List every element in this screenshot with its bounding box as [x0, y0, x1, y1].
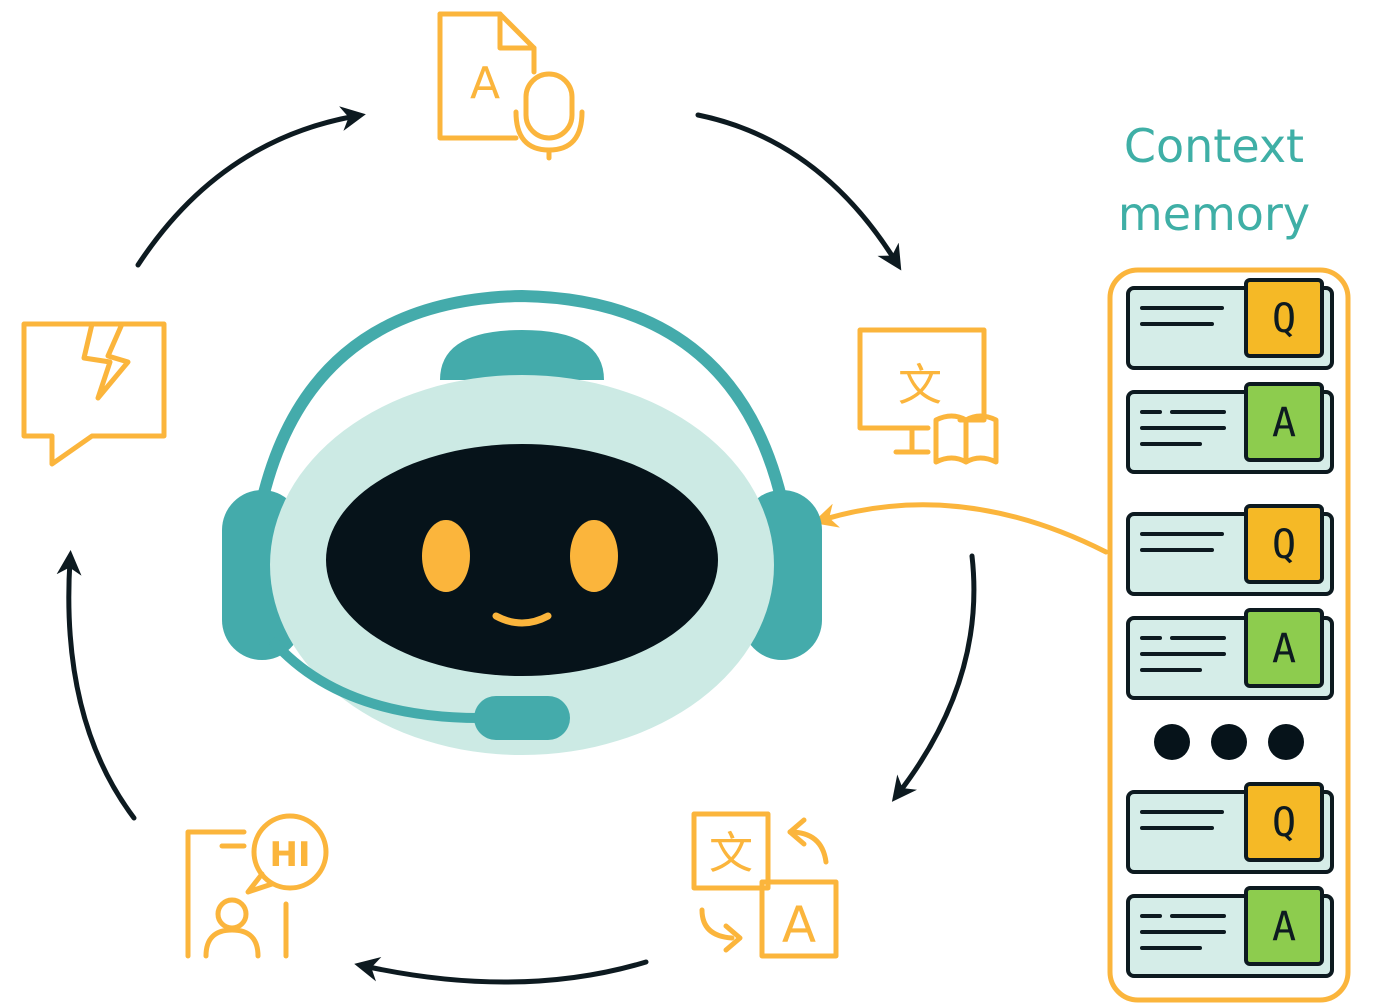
cycle-arrows: [56, 106, 977, 985]
memory-ellipsis: [1154, 724, 1304, 760]
language-swap-target-glyph: A: [782, 896, 816, 954]
memory-card-letter: A: [1272, 626, 1296, 672]
memory-card-answer: A: [1126, 886, 1334, 978]
translate-book-icon: 文: [857, 327, 999, 465]
translate-book-glyph: 文: [898, 360, 942, 411]
memory-card-letter: A: [1272, 400, 1296, 446]
memory-card-letter: Q: [1272, 800, 1296, 846]
greeting-phone-icon: HI: [185, 813, 329, 959]
ellipsis-dot: [1154, 724, 1190, 760]
memory-card-letter: Q: [1272, 522, 1296, 568]
memory-card-question: Q: [1126, 782, 1334, 874]
memory-card-question: Q: [1126, 504, 1334, 596]
broken-message-icon: [21, 321, 167, 467]
memory-card-answer: A: [1126, 608, 1334, 700]
ellipsis-dot: [1211, 724, 1247, 760]
arrow-right-to-bottom-right: [891, 553, 977, 802]
memory-card-letter: Q: [1272, 296, 1296, 342]
context-memory-title-line1: Context: [1124, 119, 1304, 173]
robot-assistant-icon: [222, 289, 822, 755]
context-memory: Context memory Q A Q: [1107, 119, 1351, 1003]
arrow-top-to-right: [695, 112, 902, 271]
arrow-left-to-top: [135, 106, 366, 268]
greeting-phone-glyph: HI: [269, 835, 310, 875]
language-swap-source-glyph: 文: [709, 828, 753, 879]
audio-document-glyph: A: [470, 58, 500, 109]
context-memory-title-line2: memory: [1118, 187, 1310, 241]
context-to-robot-arrow: [812, 502, 1109, 555]
memory-card-answer: A: [1126, 382, 1334, 474]
arrow-bottom-left-to-left: [56, 550, 137, 821]
arrow-bottom-right-to-bottom-left: [354, 956, 649, 985]
memory-card-letter: A: [1272, 904, 1296, 950]
language-swap-icon: 文 A: [691, 811, 839, 959]
memory-card-question: Q: [1126, 278, 1334, 370]
ellipsis-dot: [1268, 724, 1304, 760]
audio-document-icon: A: [437, 11, 585, 161]
